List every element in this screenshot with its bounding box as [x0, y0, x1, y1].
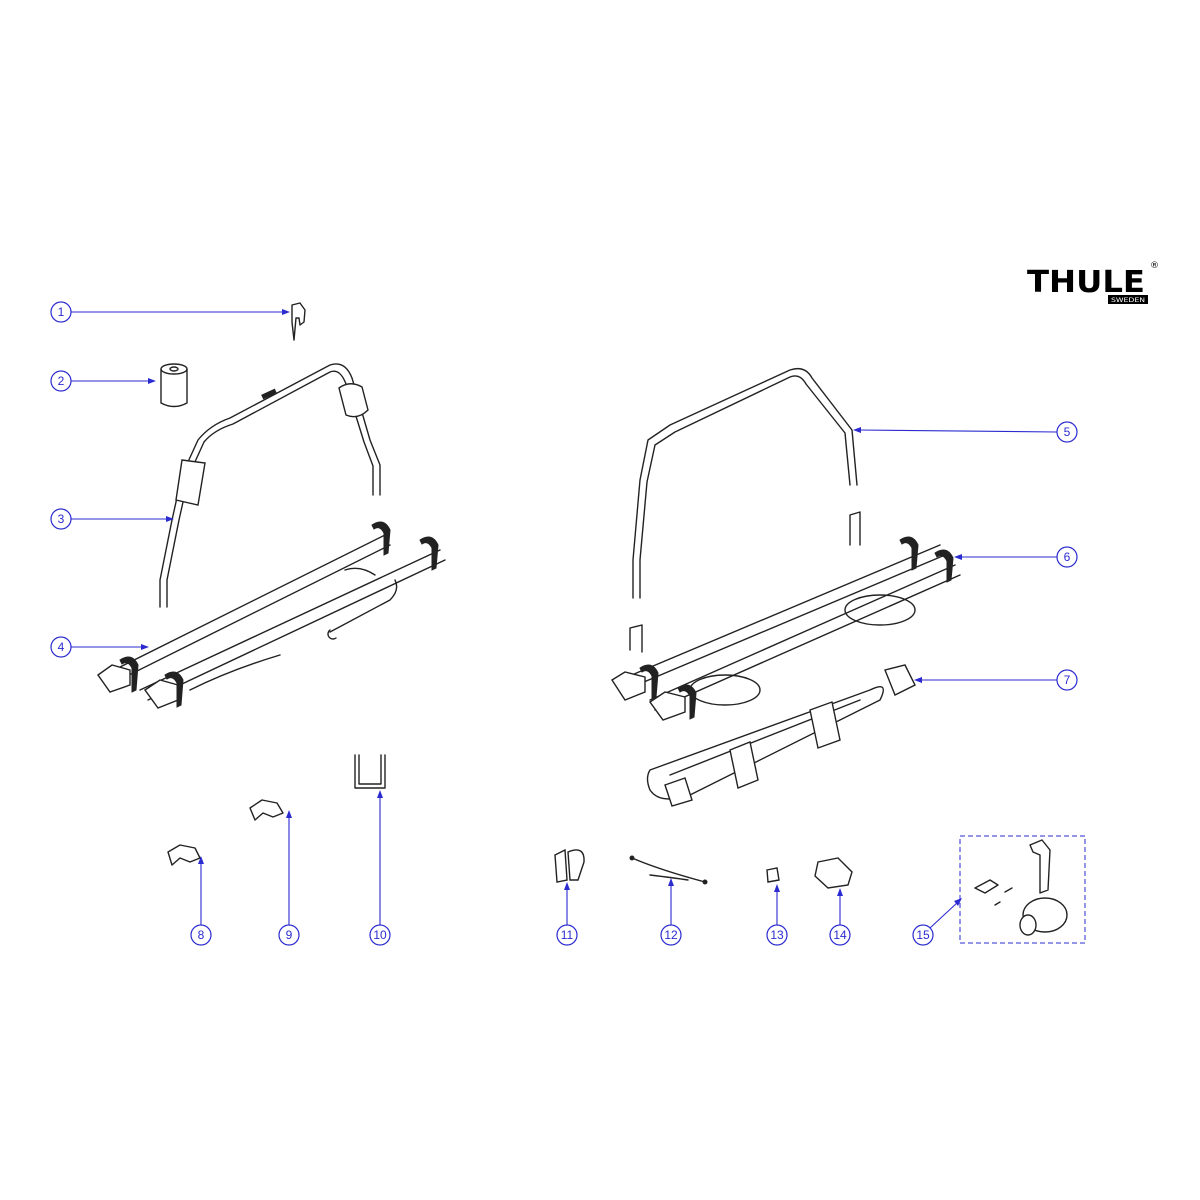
- callout-14: 14: [829, 888, 851, 946]
- callout-3: 3: [50, 508, 174, 530]
- svg-text:12: 12: [664, 928, 678, 942]
- callout-6: 6: [954, 546, 1078, 568]
- svg-text:6: 6: [1064, 550, 1071, 564]
- callout-11: 11: [556, 882, 578, 946]
- svg-text:4: 4: [58, 640, 65, 654]
- callout-5: 5: [853, 421, 1078, 443]
- svg-text:THULE: THULE: [1027, 265, 1145, 300]
- callout-1: 1: [50, 301, 290, 323]
- svg-text:3: 3: [58, 512, 65, 526]
- thule-logo: THULE SWEDEN ®: [1027, 261, 1159, 304]
- callout-10: 10: [369, 790, 391, 946]
- part-14-lock: [814, 857, 853, 889]
- part-13-clip: [766, 867, 780, 883]
- svg-text:10: 10: [373, 928, 387, 942]
- svg-text:8: 8: [198, 928, 205, 942]
- callout-15: 15: [912, 898, 962, 946]
- part-12-cable: [629, 855, 708, 885]
- part-3-frame: [159, 363, 381, 608]
- svg-text:13: 13: [770, 928, 784, 942]
- callout-2: 2: [50, 370, 156, 392]
- svg-text:7: 7: [1064, 673, 1071, 687]
- part-5-frame: [632, 367, 858, 599]
- svg-text:9: 9: [286, 928, 293, 942]
- part-4-carrier: [97, 521, 446, 709]
- callout-12: 12: [660, 878, 682, 946]
- part-1-clip: [291, 302, 306, 341]
- part-11-strap-holder: [554, 848, 585, 883]
- svg-text:14: 14: [833, 928, 847, 942]
- callout-4: 4: [50, 636, 149, 658]
- part-6-carrier: [611, 511, 961, 721]
- part-7-bracket: [646, 664, 916, 807]
- callout-9: 9: [278, 810, 300, 946]
- callout-13: 13: [766, 884, 788, 946]
- svg-text:15: 15: [916, 928, 930, 942]
- part-15-kit: [959, 835, 1086, 944]
- svg-text:11: 11: [561, 928, 574, 942]
- callout-7: 7: [914, 669, 1078, 691]
- svg-text:1: 1: [58, 305, 65, 319]
- svg-text:2: 2: [58, 374, 65, 388]
- callout-8: 8: [190, 856, 212, 946]
- svg-text:SWEDEN: SWEDEN: [1111, 297, 1145, 304]
- svg-text:®: ®: [1150, 261, 1159, 271]
- part-2-foam-sleeve: [160, 363, 188, 408]
- part-8-clip: [167, 844, 201, 866]
- svg-text:5: 5: [1064, 425, 1071, 439]
- part-9-clip: [249, 799, 284, 821]
- part-10-u-bracket: [354, 754, 386, 789]
